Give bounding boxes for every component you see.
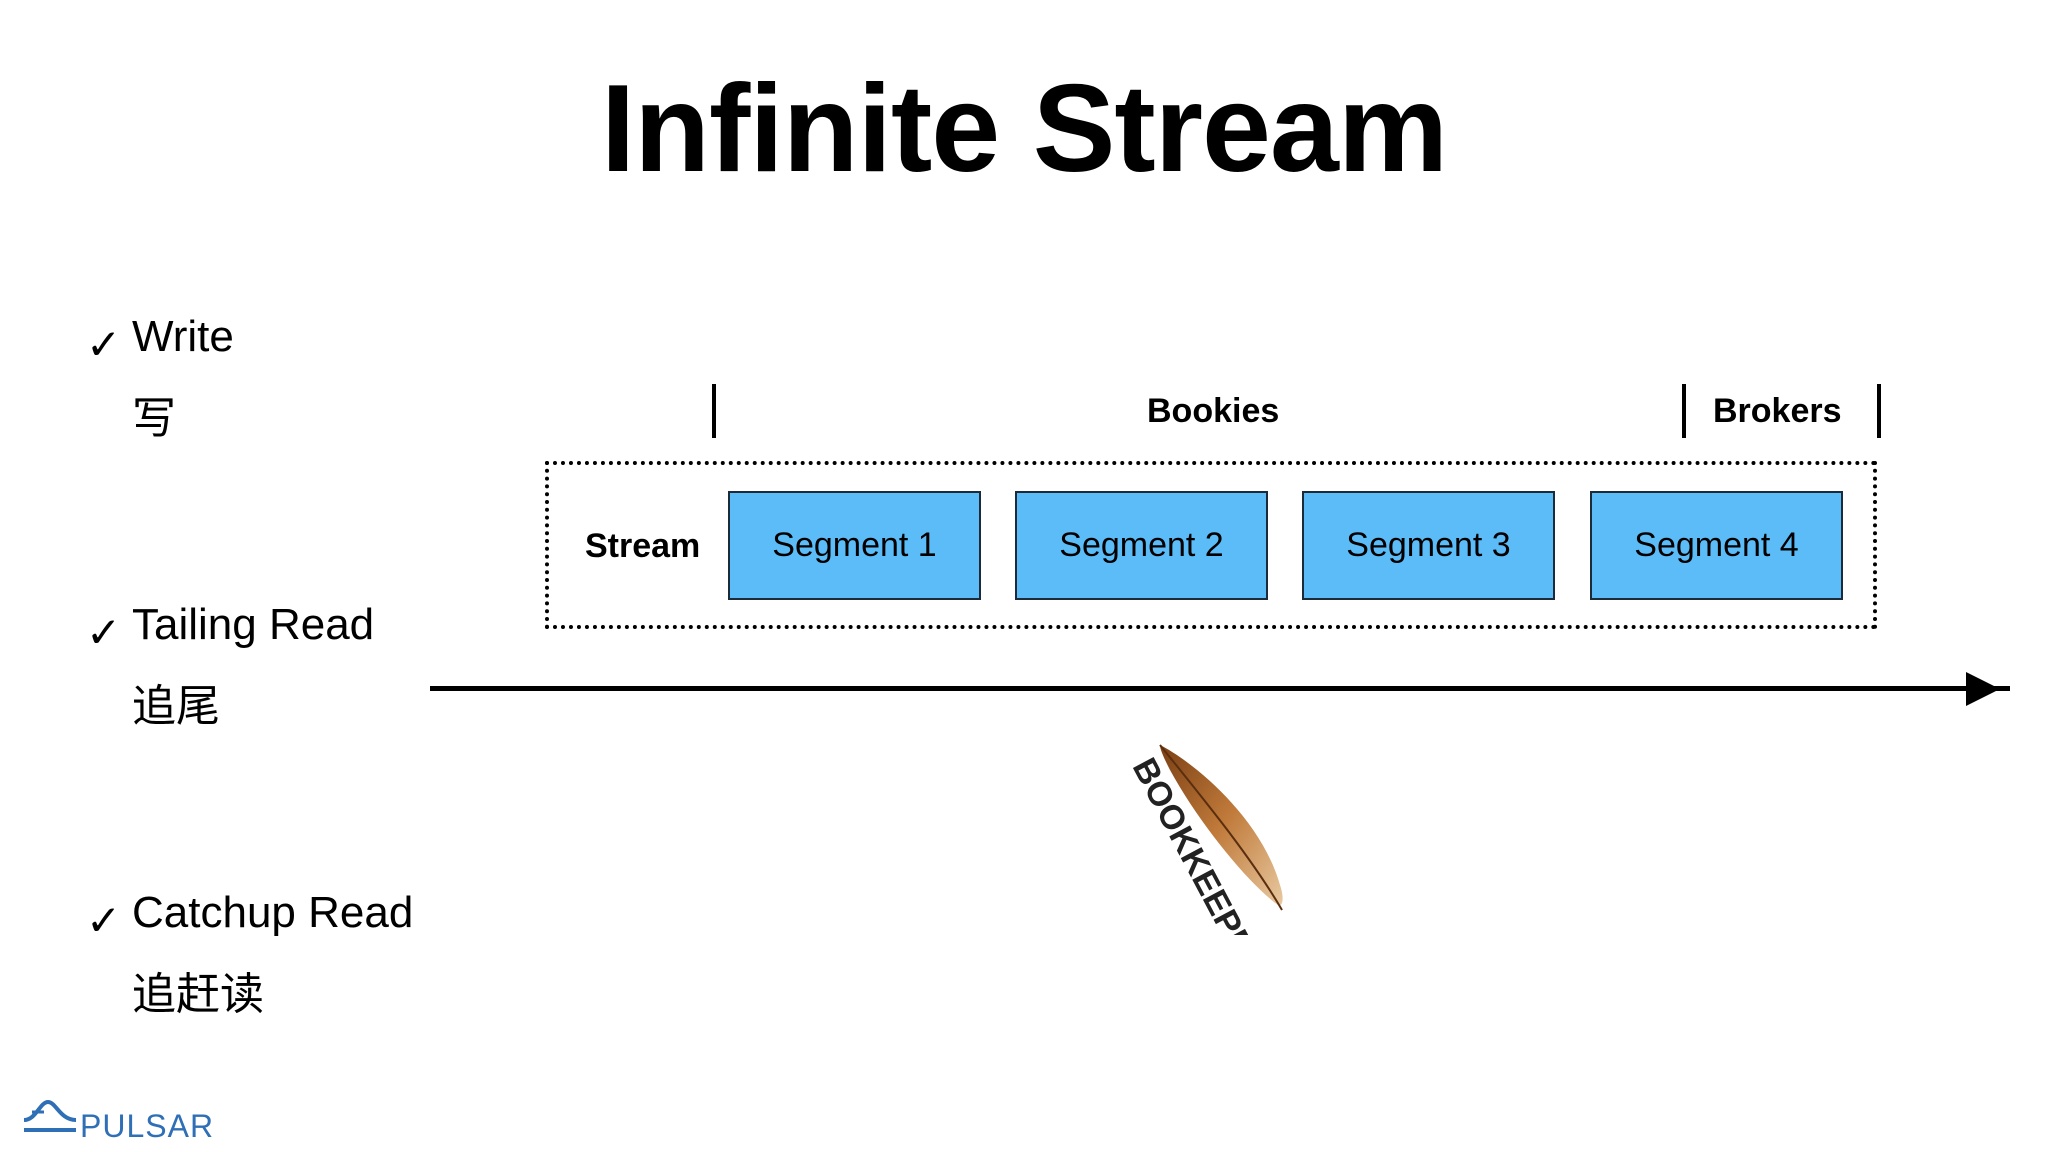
tier-divider-middle bbox=[1682, 384, 1686, 438]
check-icon: ✓ bbox=[86, 321, 122, 368]
tier-divider-left bbox=[712, 384, 716, 438]
stream-label: Stream bbox=[585, 527, 701, 565]
tier-label-brokers: Brokers bbox=[1713, 392, 1842, 430]
bullet-label-en: Write bbox=[132, 312, 234, 361]
segment-4: Segment 4 bbox=[1590, 491, 1843, 600]
check-icon: ✓ bbox=[86, 897, 122, 944]
stream-container bbox=[545, 461, 1877, 629]
segment-3: Segment 3 bbox=[1302, 491, 1555, 600]
segment-2: Segment 2 bbox=[1015, 491, 1268, 600]
stream-axis-line bbox=[430, 686, 2010, 691]
pulsar-logo-text: PULSAR bbox=[80, 1108, 215, 1144]
bullet-label-zh: 追赶读 bbox=[132, 969, 264, 1020]
tier-label-bookies: Bookies bbox=[1147, 392, 1280, 430]
slide-title: Infinite Stream bbox=[600, 60, 1448, 198]
tier-divider-right bbox=[1877, 384, 1881, 438]
bullet-label-zh: 写 bbox=[132, 393, 176, 444]
segment-1: Segment 1 bbox=[728, 491, 981, 600]
check-icon: ✓ bbox=[86, 609, 122, 656]
arrow-head-icon bbox=[1966, 672, 2000, 706]
pulsar-logo-icon bbox=[23, 1099, 77, 1132]
bullet-label-en: Tailing Read bbox=[132, 600, 375, 649]
apache-feather-icon: BOOKKEEPER bbox=[1125, 744, 1283, 935]
bullet-label-en: Catchup Read bbox=[132, 888, 414, 937]
bullet-label-zh: 追尾 bbox=[132, 681, 220, 732]
